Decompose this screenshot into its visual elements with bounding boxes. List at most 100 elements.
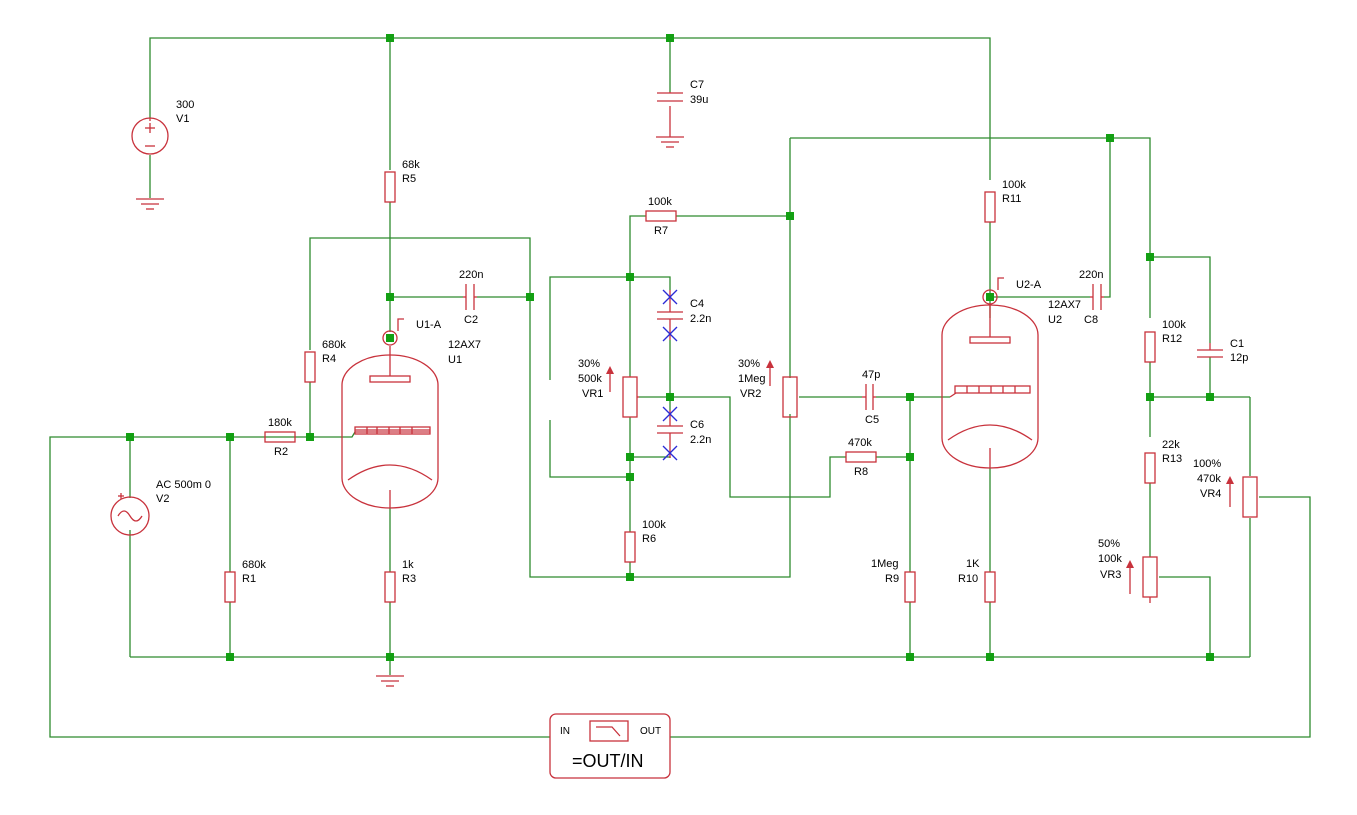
tube-u2[interactable]: U2-A 12AX7 U2	[941, 277, 1081, 469]
ac-source-v2[interactable]: AC 500m 0 V2	[110, 479, 211, 536]
vr3-ref: VR3	[1100, 569, 1121, 581]
capacitor-c4[interactable]: C4 2.2n	[657, 289, 711, 342]
junction-dot	[226, 433, 234, 441]
r8-value: 470k	[848, 437, 872, 449]
r4-value: 680k	[322, 339, 346, 351]
junction-dot	[306, 433, 314, 441]
probe-out-label: OUT	[640, 726, 661, 737]
r5-value: 68k	[402, 159, 420, 171]
vr1-ref: VR1	[582, 388, 603, 400]
junction-dot	[226, 653, 234, 661]
probe-in-label: IN	[560, 726, 570, 737]
r8-ref: R8	[854, 466, 868, 478]
junction-dot	[526, 293, 534, 301]
vr4-value: 470k	[1197, 473, 1221, 485]
junction-dot	[386, 34, 394, 42]
probe-flag-icon	[397, 318, 404, 331]
junction-dot	[126, 433, 134, 441]
r4-ref: R4	[322, 353, 336, 365]
r2-ref: R2	[274, 446, 288, 458]
c5-value: 47p	[862, 369, 880, 381]
resistor-r10[interactable]: 1K R10	[958, 558, 996, 603]
u2-ref: U2	[1048, 314, 1062, 326]
c6-value: 2.2n	[690, 434, 711, 446]
tube-u1[interactable]: U1-A 12AX7 U1	[341, 318, 481, 509]
r9-value: 1Meg	[871, 558, 899, 570]
v2-ref: V2	[156, 493, 169, 505]
junction-dot	[626, 273, 634, 281]
r13-ref: R13	[1162, 453, 1182, 465]
vr1-setting: 30%	[578, 358, 600, 370]
junction-dot	[906, 453, 914, 461]
junction-dot	[1146, 253, 1154, 261]
u2-probe: U2-A	[1016, 279, 1042, 291]
junction-dot	[1146, 393, 1154, 401]
junction-dot	[786, 212, 794, 220]
resistor-r4[interactable]: 680k R4	[304, 339, 346, 383]
capacitor-c8[interactable]: 220n C8	[1079, 269, 1104, 326]
u1-probe: U1-A	[416, 319, 442, 331]
resistor-r1[interactable]: 680k R1	[224, 559, 266, 603]
resistor-r2[interactable]: 180k R2	[264, 417, 296, 458]
u1-ref: U1	[448, 354, 462, 366]
v2-value: AC 500m 0	[156, 479, 211, 491]
resistor-r6[interactable]: 100k R6	[624, 519, 666, 563]
r6-ref: R6	[642, 533, 656, 545]
capacitor-c2[interactable]: 220n C2	[459, 269, 483, 326]
resistor-r13[interactable]: 22k R13	[1144, 439, 1182, 484]
c8-value: 220n	[1079, 269, 1103, 281]
resistor-r12[interactable]: 100k R12	[1144, 319, 1186, 363]
junction-dot	[906, 393, 914, 401]
resistor-r3[interactable]: 1k R3	[384, 559, 416, 603]
potentiometer-vr2[interactable]: 30% 1Meg VR2	[738, 358, 798, 418]
dc-source-v1[interactable]: 300 V1	[131, 99, 194, 155]
c7-value: 39u	[690, 94, 708, 106]
capacitor-c1[interactable]: C1 12p	[1197, 338, 1248, 364]
c6-ref: C6	[690, 419, 704, 431]
c2-ref: C2	[464, 314, 478, 326]
resistor-r11[interactable]: 100k R11	[984, 179, 1026, 223]
r10-value: 1K	[966, 558, 980, 570]
r10-ref: R10	[958, 573, 978, 585]
vr3-setting: 50%	[1098, 538, 1120, 550]
r13-value: 22k	[1162, 439, 1180, 451]
junction-dot	[626, 453, 634, 461]
r7-value: 100k	[648, 196, 672, 208]
vr2-setting: 30%	[738, 358, 760, 370]
c1-ref: C1	[1230, 338, 1244, 350]
v1-ref: V1	[176, 113, 189, 125]
resistor-r5[interactable]: 68k R5	[384, 159, 420, 203]
u1-model: 12AX7	[448, 339, 481, 351]
r5-ref: R5	[402, 173, 416, 185]
ground-v1	[136, 198, 164, 210]
potentiometer-vr4[interactable]: 100% 470k VR4	[1193, 458, 1258, 518]
junction-dot	[386, 293, 394, 301]
r11-ref: R11	[1002, 193, 1021, 205]
potentiometer-vr3[interactable]: 50% 100k VR3	[1098, 538, 1158, 603]
r7-ref: R7	[654, 225, 668, 237]
vr2-value: 1Meg	[738, 373, 766, 385]
resistor-r9[interactable]: 1Meg R9	[871, 558, 916, 603]
potentiometer-vr1[interactable]: 30% 500k VR1	[578, 358, 639, 418]
capacitor-c7[interactable]: C7 39u	[657, 79, 708, 106]
transfer-function-probe[interactable]: IN OUT =OUT/IN	[549, 713, 671, 779]
vr1-value: 500k	[578, 373, 602, 385]
c4-value: 2.2n	[690, 313, 711, 325]
junction-dot	[986, 653, 994, 661]
c8-ref: C8	[1084, 314, 1098, 326]
junction-dot	[666, 34, 674, 42]
capacitor-c5[interactable]: 47p C5	[862, 369, 880, 426]
ground-main	[376, 675, 404, 687]
u2-model: 12AX7	[1048, 299, 1081, 311]
vr2-ref: VR2	[740, 388, 761, 400]
junction-dot	[386, 653, 394, 661]
r11-value: 100k	[1002, 179, 1026, 191]
vr4-ref: VR4	[1200, 488, 1221, 500]
resistor-r7[interactable]: 100k R7	[645, 196, 677, 237]
capacitor-c6[interactable]: C6 2.2n	[657, 406, 711, 461]
probe-flag-icon	[997, 277, 1004, 290]
junction-dot	[1206, 653, 1214, 661]
resistor-r8[interactable]: 470k R8	[845, 437, 877, 478]
r3-ref: R3	[402, 573, 416, 585]
